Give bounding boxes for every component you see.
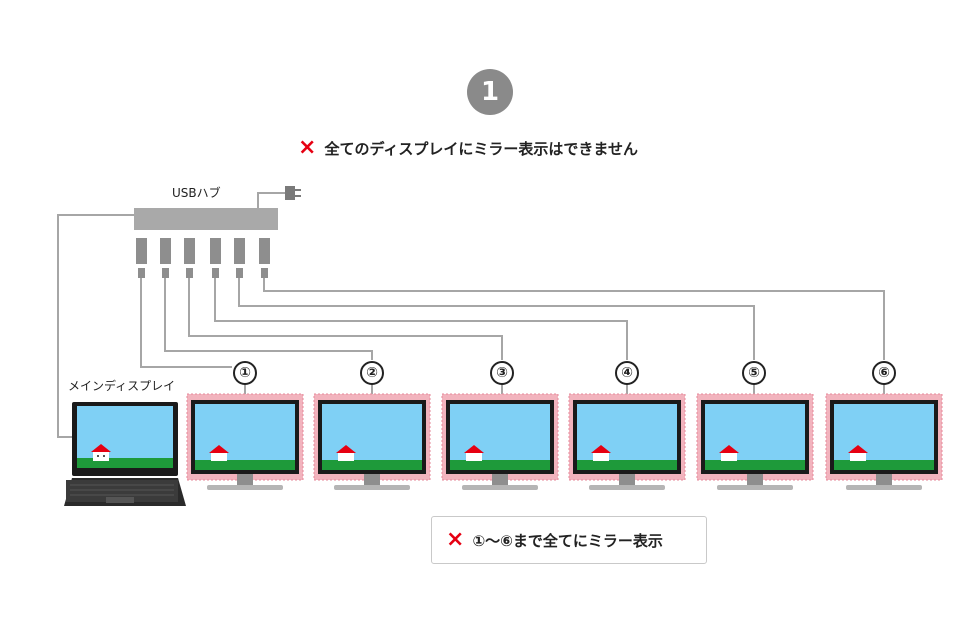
cable-5 [238, 278, 755, 360]
monitor-1 [186, 393, 304, 490]
cable-4 [214, 278, 628, 360]
mirror-note-text: ①～⑥まで全てにミラー表示 [472, 531, 663, 550]
usb-plug-3 [184, 238, 195, 264]
usb-plug-4 [210, 238, 221, 264]
display-number-6: ⑥ [872, 361, 896, 385]
cross-icon: × [298, 135, 317, 160]
display-number-1: ① [233, 361, 257, 385]
monitor-3 [441, 393, 559, 490]
laptop-main-display [64, 402, 186, 506]
usb-plug-6 [259, 238, 270, 264]
mirror-note-box: × ①～⑥まで全てにミラー表示 [431, 516, 707, 564]
usb-hub-label: USBハブ [172, 186, 221, 200]
monitor-4 [568, 393, 686, 490]
headline: × 全てのディスプレイにミラー表示はできません [298, 135, 638, 161]
cross-icon: × [446, 527, 465, 552]
cable-2 [164, 278, 373, 360]
main-display-label: メインディスプレイ [68, 379, 176, 393]
monitor-5 [696, 393, 814, 490]
cable-1 [140, 278, 232, 368]
headline-text: 全てのディスプレイにミラー表示はできません [324, 139, 638, 158]
power-plug-icon [285, 186, 301, 200]
usb-plug-5 [234, 238, 245, 264]
usb-plugs [136, 238, 270, 278]
display-number-4: ④ [615, 361, 639, 385]
laptop-cable [57, 214, 134, 438]
cable-6 [263, 278, 885, 360]
usb-plug-1 [136, 238, 147, 264]
step-number-badge: 1 [467, 69, 513, 115]
house-icon [91, 444, 111, 461]
display-number-2: ② [360, 361, 384, 385]
cable-3 [188, 278, 503, 360]
display-number-5: ⑤ [742, 361, 766, 385]
display-cables [140, 278, 885, 402]
monitor-2 [313, 393, 431, 490]
display-number-3: ③ [490, 361, 514, 385]
power-cable [257, 192, 286, 208]
monitor-6 [825, 393, 943, 490]
usb-hub [134, 208, 278, 230]
usb-plug-2 [160, 238, 171, 264]
